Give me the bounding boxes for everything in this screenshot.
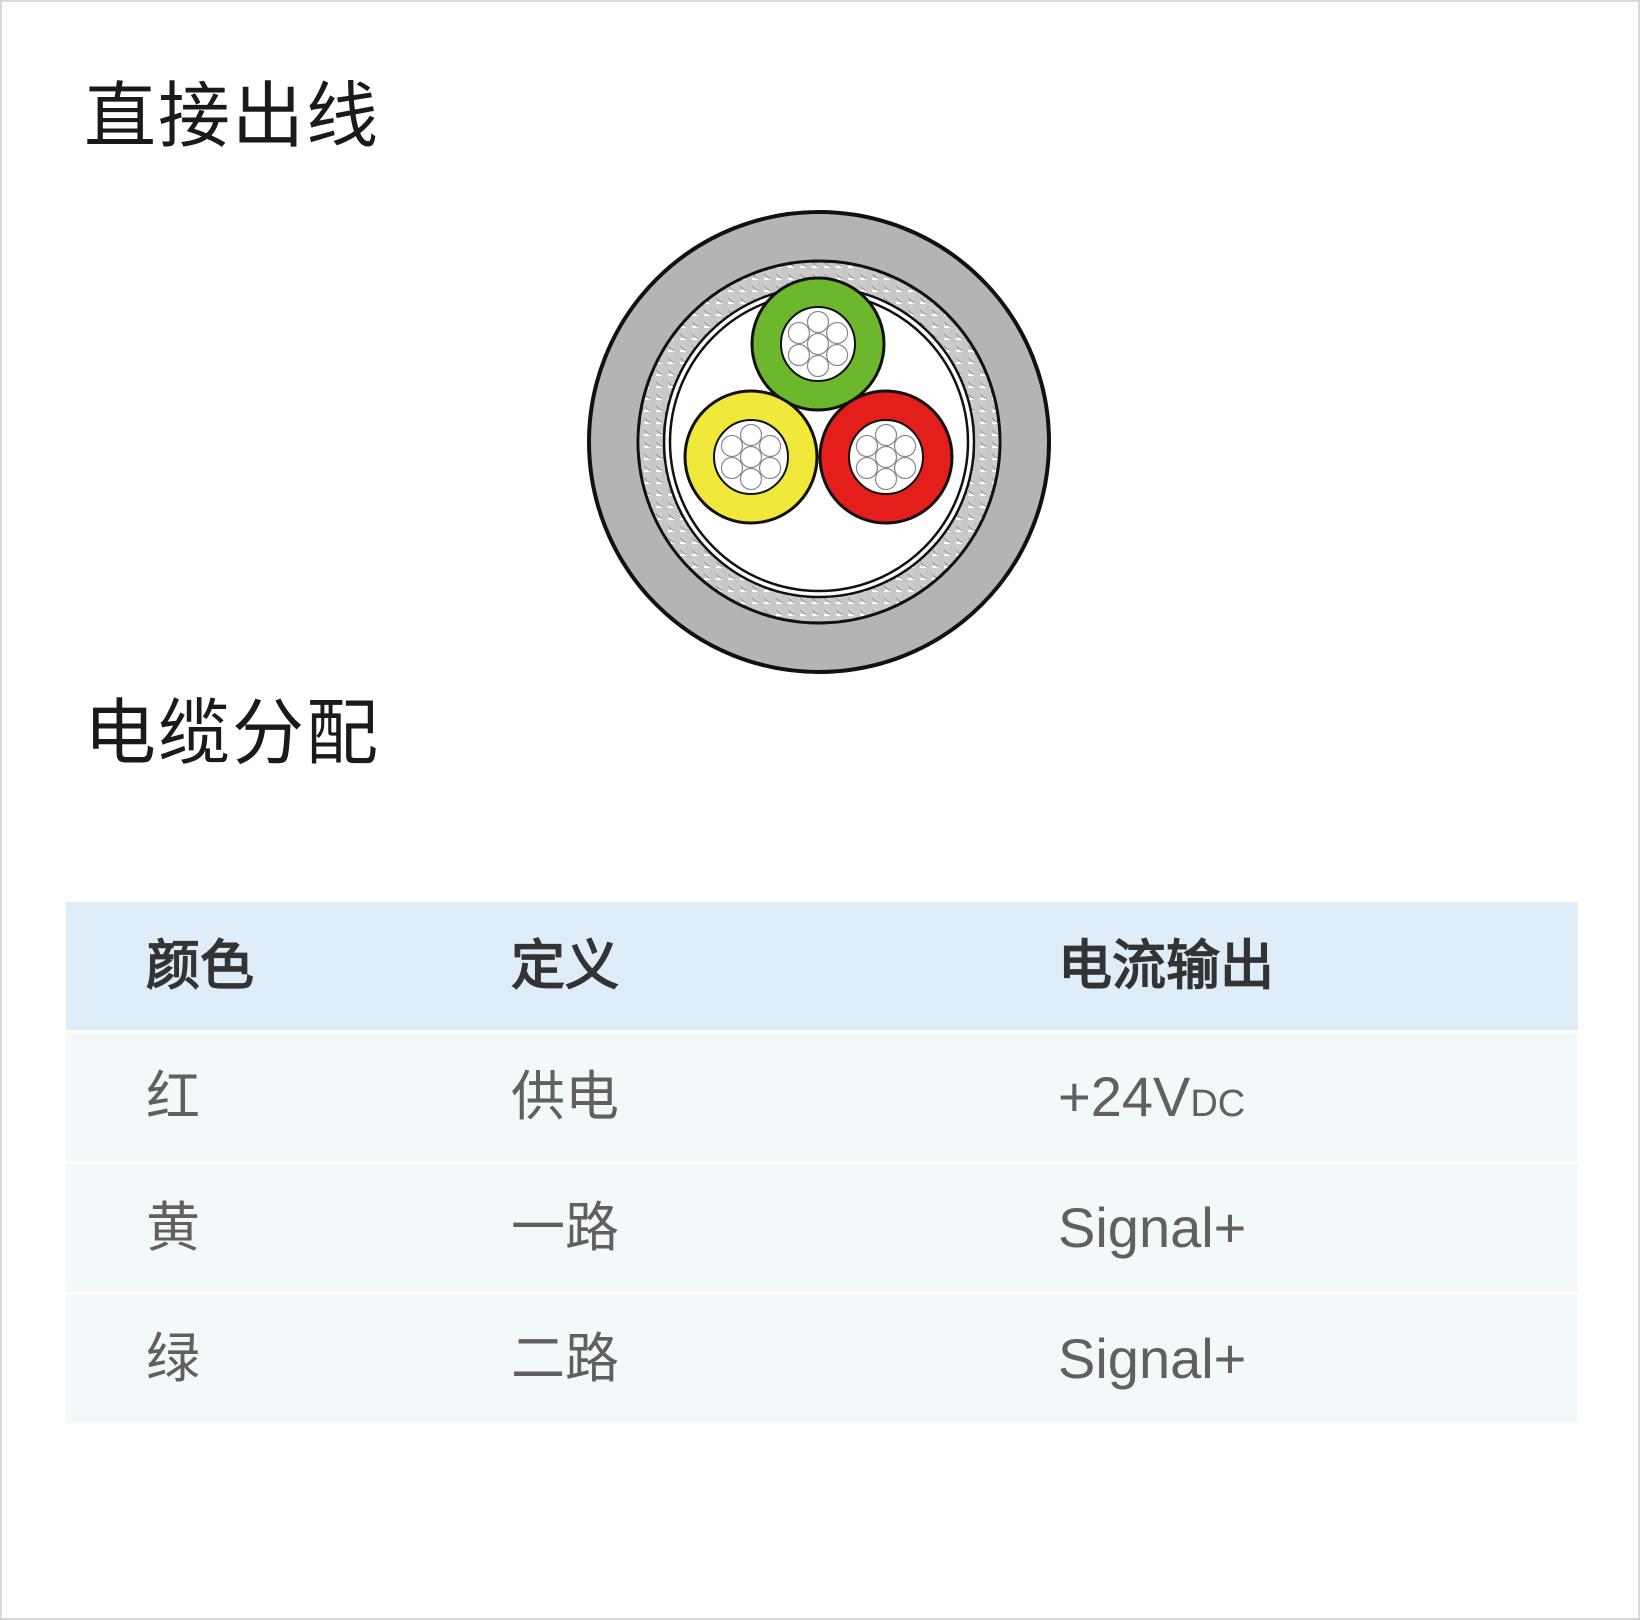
table-row: 绿 二路 Signal+ (66, 1292, 1578, 1423)
green-core-strand (806, 354, 830, 378)
table-header-row: 颜色 定义 电流输出 (66, 902, 1578, 1030)
green-core-strand (806, 332, 830, 356)
cell-definition: 供电 (511, 1065, 619, 1128)
yellow-core-strand (739, 445, 763, 469)
yellow-core-strand (758, 434, 782, 458)
cable-assignment-title: 电缆分配 (84, 691, 381, 775)
green-core-strand (825, 321, 849, 345)
green-core-strand (787, 321, 811, 345)
cell-definition: 二路 (511, 1327, 619, 1390)
header-definition: 定义 (511, 934, 619, 997)
cell-definition: 一路 (511, 1196, 619, 1259)
red-core-strand (874, 423, 898, 447)
cell-output-main: Signal+ (1058, 1327, 1247, 1390)
cell-color: 红 (146, 1065, 200, 1128)
red-core-strand (874, 445, 898, 469)
cable-assignment-table: 颜色 定义 电流输出 红 供电 +24VDC 黄 一路 Signal+ 绿 二路… (66, 902, 1578, 1423)
table-row: 黄 一路 Signal+ (66, 1161, 1578, 1292)
red-core-strand (855, 434, 879, 458)
cell-output-sub: DC (1190, 1083, 1246, 1125)
cell-output: Signal+ (1041, 1331, 1578, 1387)
cable-cross-section-diagram (584, 207, 1054, 677)
red-core-strand (893, 434, 917, 458)
red-core-strand (855, 456, 879, 480)
cell-output-main: +24V (1058, 1065, 1191, 1128)
green-core-strand (787, 343, 811, 367)
header-current-output: 电流输出 (1058, 934, 1274, 997)
cell-output: +24VDC (1041, 1069, 1578, 1125)
yellow-core-strand (720, 456, 744, 480)
red-core-strand (874, 467, 898, 491)
cell-output-main: Signal+ (1058, 1196, 1247, 1259)
green-core-strand (825, 343, 849, 367)
yellow-core-strand (739, 467, 763, 491)
red-core-strand (893, 456, 917, 480)
yellow-core-strand (739, 423, 763, 447)
yellow-core-strand (720, 434, 744, 458)
wiring-title: 直接出线 (84, 74, 381, 158)
cell-color: 绿 (146, 1327, 200, 1390)
yellow-core-strand (758, 456, 782, 480)
green-core-strand (806, 310, 830, 334)
cell-color: 黄 (146, 1196, 200, 1259)
cell-output: Signal+ (1041, 1200, 1578, 1256)
header-color: 颜色 (146, 934, 254, 997)
table-row: 红 供电 +24VDC (66, 1030, 1578, 1161)
cable-svg (587, 210, 1051, 674)
